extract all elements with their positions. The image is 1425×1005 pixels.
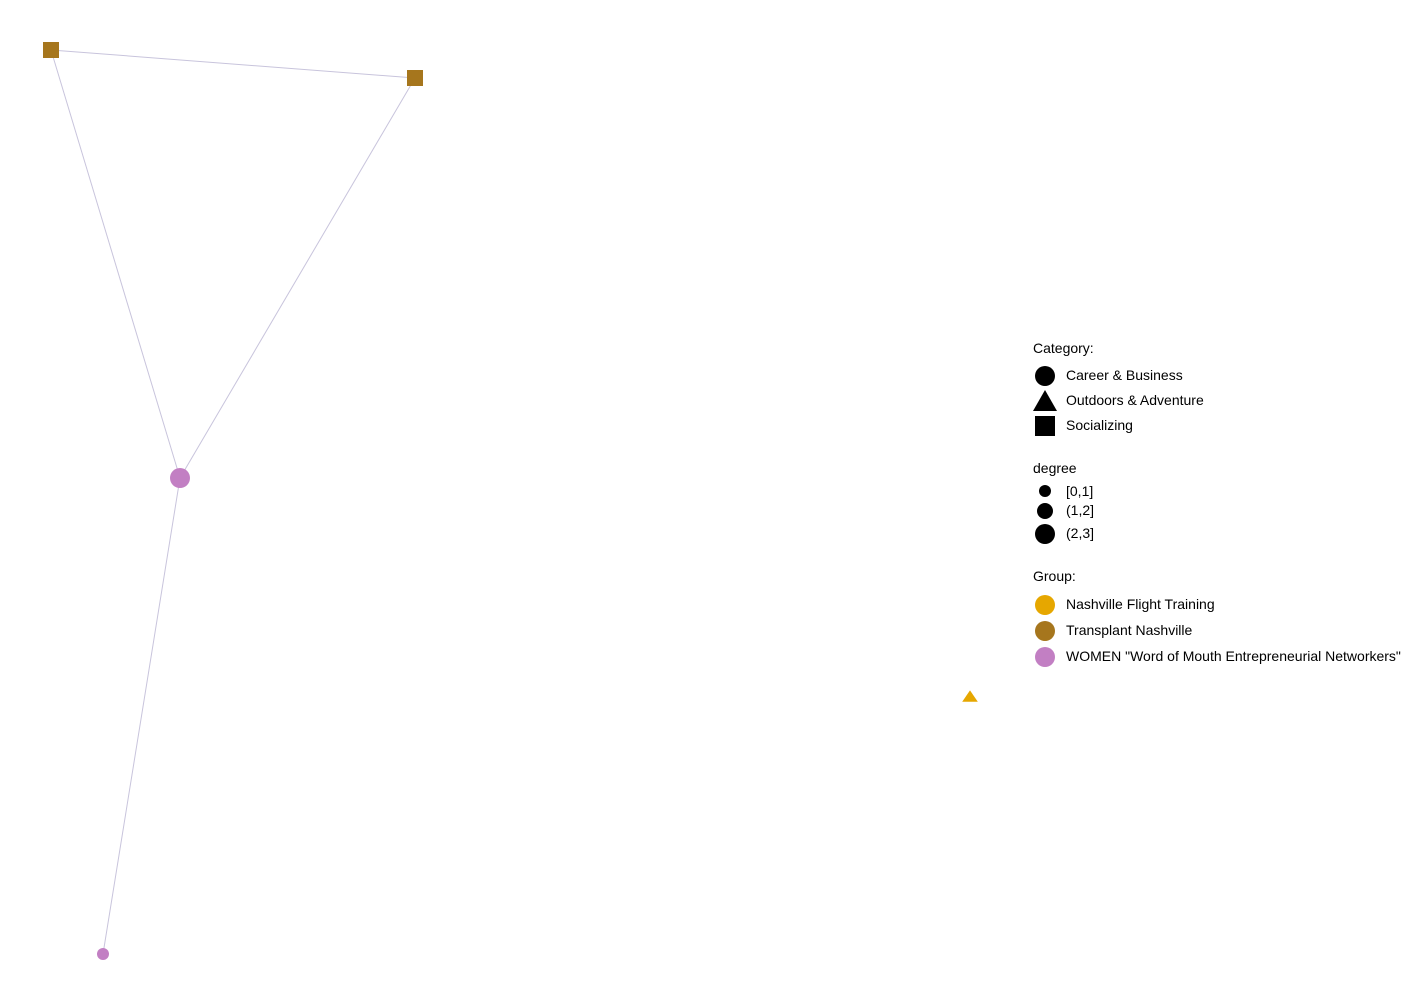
circle-icon [1035, 366, 1055, 386]
circle-medium-icon [1037, 503, 1053, 519]
legend-degree-item: (2,3] [1033, 522, 1094, 547]
legend-degree-item: (1,2] [1033, 501, 1094, 522]
legend-degree-title: degree [1033, 460, 1077, 476]
color-swatch-icon [1035, 595, 1055, 615]
legend-degree: degree [0,1] (1,2] (2,3] [1033, 460, 1094, 547]
legend-group-item: WOMEN "Word of Mouth Entrepreneurial Net… [1033, 645, 1401, 671]
graph-node-circle [170, 468, 190, 488]
legend-category-label: Outdoors & Adventure [1066, 392, 1204, 408]
square-icon [1035, 416, 1055, 436]
legend-category-title: Category: [1033, 340, 1094, 356]
legend-category-label: Socializing [1066, 417, 1133, 433]
circle-large-icon [1035, 524, 1055, 544]
node-layer [43, 42, 978, 960]
legend-category-item: Outdoors & Adventure [1033, 389, 1204, 414]
legend-group-label: WOMEN "Word of Mouth Entrepreneurial Net… [1066, 648, 1401, 664]
graph-edge [102, 477, 181, 955]
legend-degree-label: (1,2] [1066, 502, 1095, 518]
legend-category: Category: Career & Business Outdoors & A… [1033, 340, 1204, 439]
legend-degree-label: [0,1] [1066, 483, 1094, 499]
legend-degree-item: [0,1] [1033, 482, 1093, 501]
legend-category-label: Career & Business [1066, 367, 1183, 383]
legend-degree-label: (2,3] [1066, 525, 1095, 541]
graph-edge [50, 49, 181, 479]
legend-group-label: Transplant Nashville [1066, 622, 1193, 638]
triangle-icon [1033, 390, 1057, 411]
legend-group-item: Transplant Nashville [1033, 619, 1192, 645]
graph-edge [179, 77, 416, 479]
legend-group-item: Nashville Flight Training [1033, 593, 1215, 619]
graph-node-circle [97, 948, 109, 960]
graph-edge [50, 49, 416, 79]
legend-group-title: Group: [1033, 568, 1076, 584]
graph-node-square [43, 42, 59, 58]
legend-category-item: Career & Business [1033, 364, 1183, 389]
circle-small-icon [1039, 485, 1051, 497]
edge-layer [50, 49, 416, 955]
legend-group: Group: Nashville Flight Training Transpl… [1033, 568, 1401, 671]
legend-group-label: Nashville Flight Training [1066, 596, 1215, 612]
graph-node-triangle [962, 690, 978, 702]
graph-node-square [407, 70, 423, 86]
color-swatch-icon [1035, 621, 1055, 641]
color-swatch-icon [1035, 647, 1055, 667]
legend-category-item: Socializing [1033, 414, 1133, 439]
